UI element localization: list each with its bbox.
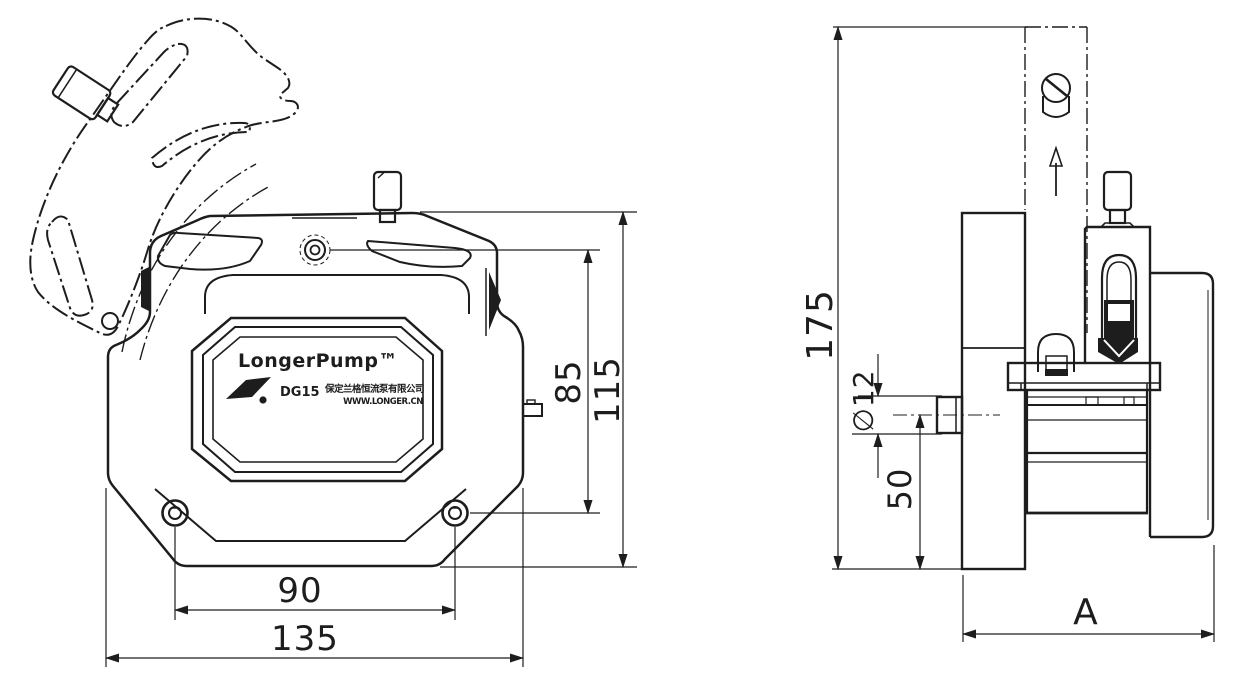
label-plate: LongerPump™ DG15 保定兰格恒流泵有限公司 WWW.LONGER.… xyxy=(190,316,444,483)
dim-135: 135 xyxy=(104,619,525,663)
svg-text:90: 90 xyxy=(277,571,322,611)
logo-dot-icon xyxy=(259,396,267,404)
svg-text:A: A xyxy=(1073,592,1099,633)
top-knob xyxy=(372,170,403,224)
side-top-knob xyxy=(1099,170,1136,228)
brand-text: LongerPump™ xyxy=(238,350,398,372)
lever-swing-arc-1 xyxy=(121,163,257,353)
svg-text:50: 50 xyxy=(881,468,919,511)
side-view-dimensions: 175 ∅12 50 A xyxy=(800,25,1216,642)
roller-housing-stack xyxy=(1025,390,1149,515)
bail-inner-edge xyxy=(204,274,470,314)
removed-screw-icon xyxy=(1041,73,1071,118)
svg-text:115: 115 xyxy=(588,356,628,424)
tube-channel-phantom xyxy=(1024,26,1088,333)
svg-text:85: 85 xyxy=(549,359,589,404)
center-screw xyxy=(299,234,331,266)
dim-90: 90 xyxy=(173,571,457,615)
dim-175: 175 xyxy=(800,25,843,571)
bail-cutout-left xyxy=(156,231,263,271)
tube-bed-bracket xyxy=(1006,361,1162,392)
svg-text:135: 135 xyxy=(271,619,339,659)
lever-cutout-upper xyxy=(110,42,189,127)
front-view-dimensions: 85 115 90 135 xyxy=(104,210,637,667)
lever-knob xyxy=(51,65,120,123)
lever-slot xyxy=(150,121,251,168)
hinge-pin-right xyxy=(489,272,501,330)
company-text: 保定兰格恒流泵有限公司 xyxy=(324,383,424,395)
clamp-lever-side xyxy=(1098,253,1138,364)
lever-outline xyxy=(29,17,299,336)
mounting-screw-right xyxy=(441,499,469,527)
dim-depth-A: A xyxy=(961,592,1216,639)
lever-cutout-lower xyxy=(46,215,94,317)
dim-shaft-diameter: ∅12 xyxy=(847,354,883,478)
base-inner-contour xyxy=(154,488,467,542)
mounting-screw-left xyxy=(161,499,189,527)
clamp-column xyxy=(1083,225,1152,363)
model-text: DG15 xyxy=(280,385,320,400)
dim-115: 115 xyxy=(588,210,628,569)
tube-retainer xyxy=(1037,332,1075,376)
logo-swoosh-icon xyxy=(226,377,271,399)
lever-swing-arc-2 xyxy=(139,185,271,361)
hinge-pin-left xyxy=(141,267,149,311)
lever-pivot-hole xyxy=(101,312,119,330)
dim-50: 50 xyxy=(881,413,925,571)
bail-cutout-right xyxy=(366,239,472,268)
side-view: 175 ∅12 50 A xyxy=(800,25,1216,642)
drive-shaft-stub xyxy=(522,399,543,417)
dim-85: 85 xyxy=(549,248,593,515)
up-arrow-icon xyxy=(1048,145,1064,196)
svg-text:175: 175 xyxy=(800,289,841,361)
front-view: LongerPump™ DG15 保定兰格恒流泵有限公司 WWW.LONGER.… xyxy=(29,17,637,667)
tube-lever-phantom xyxy=(29,17,299,361)
svg-text:∅12: ∅12 xyxy=(847,369,880,432)
rear-housing xyxy=(1148,271,1215,539)
website-text: WWW.LONGER.CN xyxy=(343,397,423,407)
